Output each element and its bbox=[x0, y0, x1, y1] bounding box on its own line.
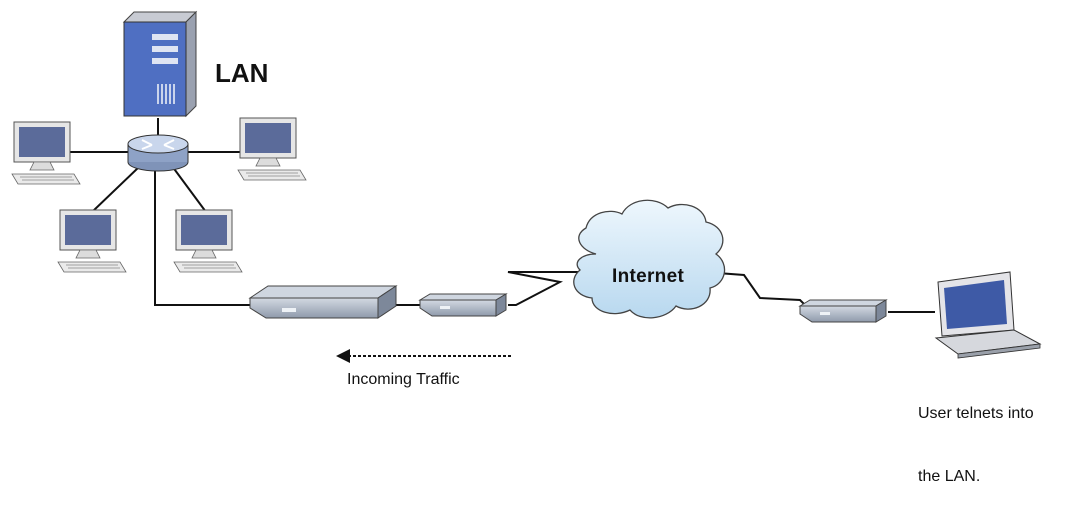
internet-label: Internet bbox=[612, 266, 685, 287]
user-telnet-caption: User telnets into the LAN. bbox=[918, 361, 1034, 508]
link-internet-modem-right bbox=[703, 271, 811, 311]
computer-icon bbox=[237, 117, 307, 181]
computer-icon bbox=[11, 121, 81, 185]
computer-icon bbox=[57, 209, 127, 273]
link-switch-router bbox=[154, 170, 250, 306]
modem-icon bbox=[418, 293, 508, 317]
switch-icon bbox=[127, 134, 189, 172]
cloud-icon bbox=[573, 199, 726, 319]
user-telnet-caption-line1: User telnets into bbox=[918, 405, 1034, 422]
laptop-icon bbox=[934, 271, 1042, 359]
server-icon bbox=[122, 10, 198, 118]
computer-icon bbox=[173, 209, 243, 273]
link-modem-internet bbox=[507, 271, 578, 306]
user-telnet-caption-line2: the LAN. bbox=[918, 468, 981, 485]
network-diagram bbox=[11, 10, 1042, 363]
router-icon bbox=[248, 285, 398, 319]
link-switch-pc-lower-left bbox=[91, 165, 141, 213]
arrow-icon bbox=[336, 349, 512, 363]
incoming-traffic-label: Incoming Traffic bbox=[347, 371, 460, 388]
modem-icon bbox=[798, 299, 888, 323]
link-switch-pc-lower-right bbox=[171, 165, 207, 213]
lan-label: LAN bbox=[215, 58, 269, 88]
network-links bbox=[70, 118, 935, 313]
